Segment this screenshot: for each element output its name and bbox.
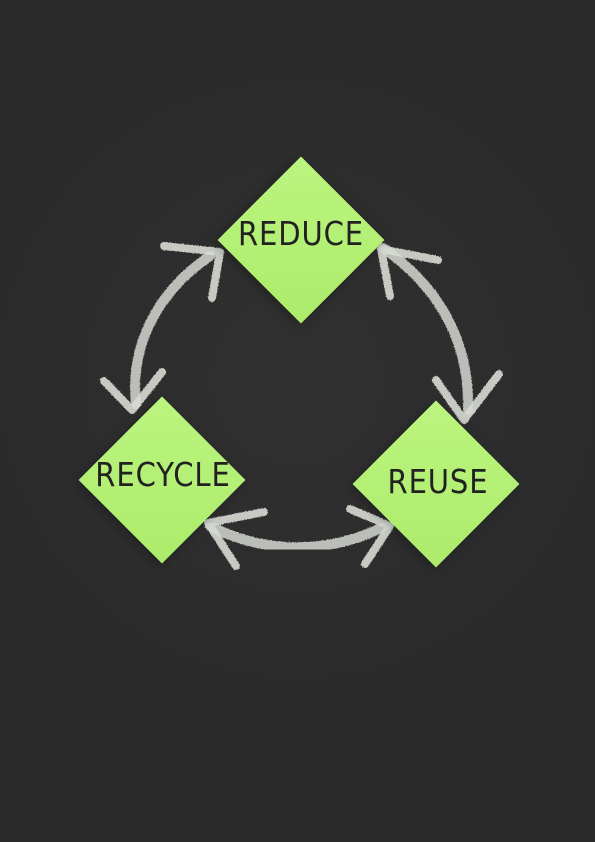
- recycle-label: RECYCLE: [95, 455, 231, 494]
- reuse-label: REUSE: [387, 462, 489, 501]
- arrow-right-arc: [377, 243, 503, 424]
- arrow-bottom-arc: [204, 505, 394, 570]
- reduce-label: REDUCE: [237, 214, 365, 253]
- arrow-left-arc: [100, 242, 224, 414]
